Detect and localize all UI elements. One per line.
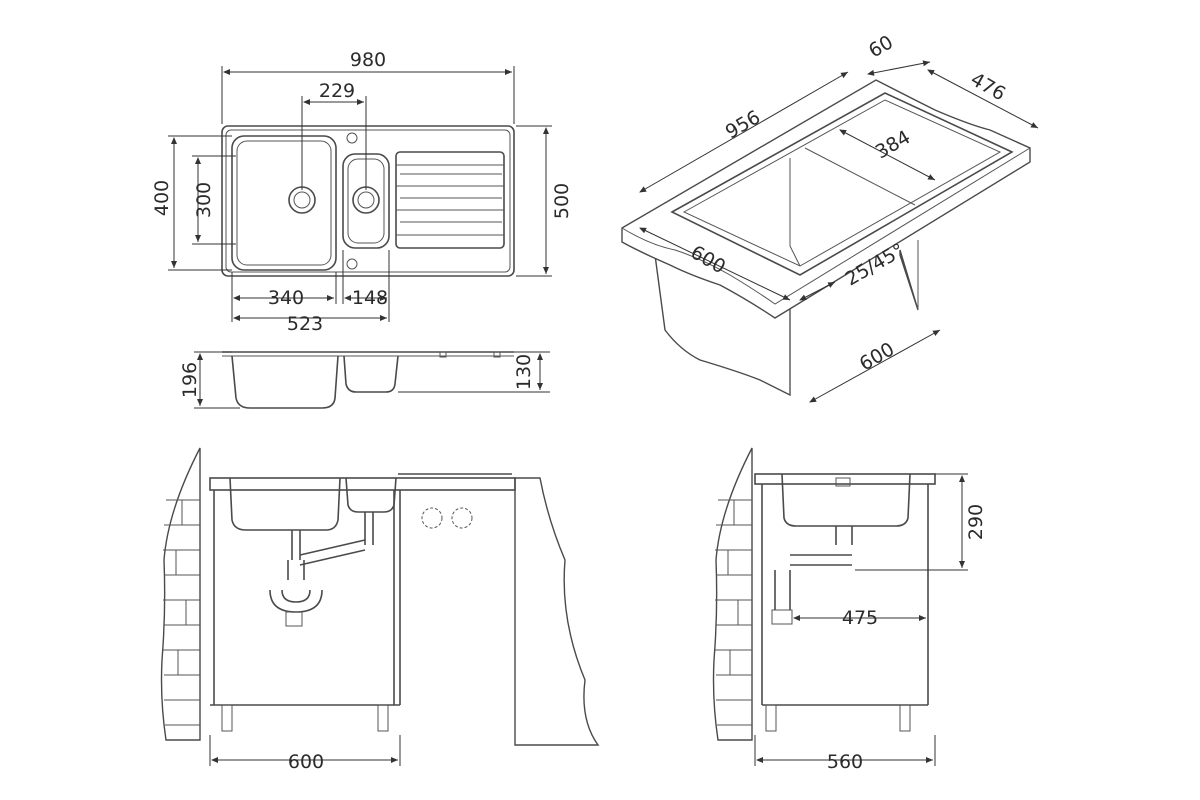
- big-bowl: [231, 135, 337, 271]
- dim-229: 229: [319, 80, 355, 102]
- dim-600-front-cabinet: 600: [288, 751, 324, 773]
- front-install-view: 600: [160, 447, 600, 773]
- dim-560: 560: [827, 751, 863, 773]
- dim-980: 980: [350, 49, 386, 71]
- dim-300: 300: [193, 182, 215, 218]
- dim-60: 60: [865, 31, 897, 62]
- small-bowl-drain: [352, 186, 380, 214]
- sink-outline: [221, 125, 515, 277]
- tap-hole: [346, 258, 358, 270]
- dim-130: 130: [513, 354, 535, 390]
- dim-400: 400: [151, 180, 173, 216]
- tap-hole: [346, 132, 358, 144]
- small-bowl-profile: [343, 355, 399, 393]
- dim-290: 290: [965, 504, 987, 540]
- big-bowl-drain: [288, 186, 316, 214]
- dim-148: 148: [352, 287, 388, 309]
- drainer: [395, 151, 505, 249]
- dim-500: 500: [551, 183, 573, 219]
- section-view: 196 130: [179, 351, 550, 409]
- dim-523: 523: [287, 313, 323, 335]
- big-bowl-profile: [231, 355, 339, 409]
- dim-956: 956: [722, 106, 764, 143]
- side-install-view: 290 475 560: [712, 447, 987, 773]
- iso-view: 956 60 476 384 600 25/45° 600: [621, 31, 1039, 403]
- dim-196: 196: [179, 362, 201, 398]
- dim-600-cabinet: 600: [856, 338, 898, 375]
- dim-475: 475: [842, 607, 878, 629]
- top-view: 980 229 500 400 300 340 148 523: [151, 49, 573, 335]
- dim-340: 340: [268, 287, 304, 309]
- dim-476: 476: [967, 68, 1009, 105]
